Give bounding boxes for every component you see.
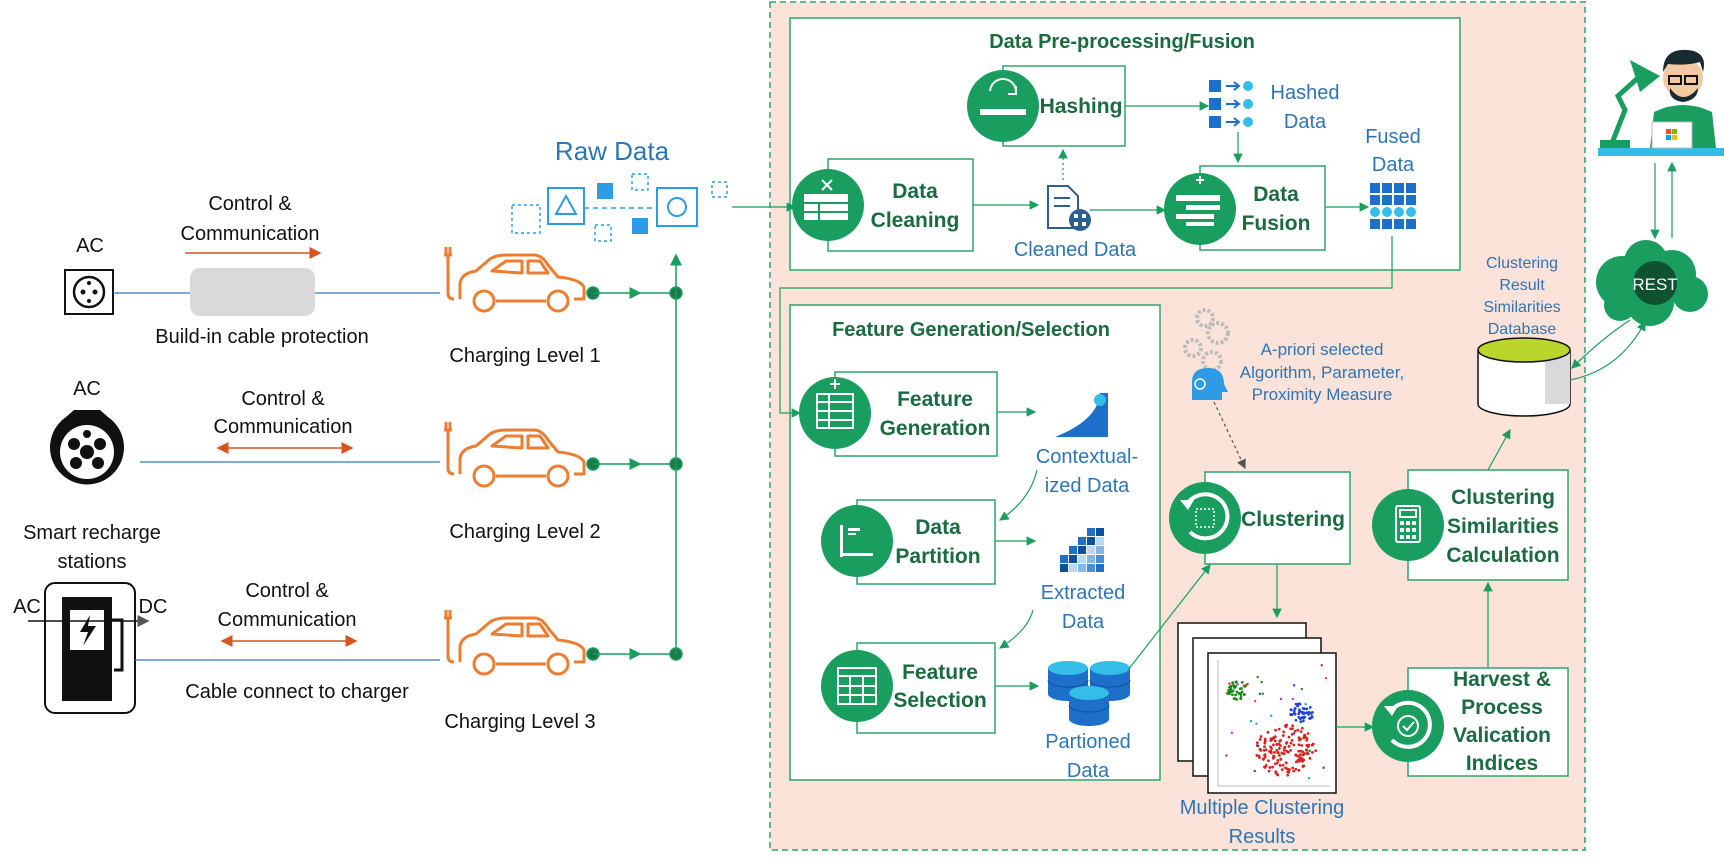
row2-control-line2: Communication [214,416,353,438]
car-bus-connectors [586,253,683,661]
row3-ac-label: AC [13,596,41,618]
similarities-line2: Similarities [1447,515,1559,538]
data-partition-line2: Partition [895,545,980,568]
feature-selection-line1: Feature [902,661,978,684]
car-icon-level2 [444,422,586,488]
feature-generation-line2: Generation [880,417,991,440]
contextualized-line1: Contextual- [1036,446,1138,468]
cleaned-data-icon [1047,185,1091,231]
level2-label: Charging Level 2 [449,521,600,543]
feature-selection-line2: Selection [893,689,986,712]
database-icon [1477,337,1571,417]
harvest-line2: Process [1461,696,1543,719]
contextualized-data-icon [1055,393,1108,437]
hashing-label: Hashing [1040,95,1123,118]
user-at-desk-icon [1598,49,1724,156]
hashed-data-line1: Hashed [1271,82,1340,104]
similarities-line3: Calculation [1446,544,1559,567]
level3-label: Charging Level 3 [444,711,595,733]
raw-data-icon [511,173,728,242]
multiple-results-line2: Results [1229,826,1296,848]
apriori-line2: Algorithm, Parameter, [1240,363,1404,382]
raw-data-label: Raw Data [555,136,670,166]
extracted-data-icon [1060,528,1104,572]
data-cleaning-line1: Data [892,180,938,203]
clustering-results-stack [1177,622,1337,794]
gears-head-icon [1183,308,1230,400]
fused-data-line2: Data [1372,154,1415,176]
cleaned-data-label: Cleaned Data [1014,239,1137,261]
row3-control-line2: Communication [218,609,357,631]
db-line4: Database [1488,321,1557,338]
feature-title: Feature Generation/Selection [832,319,1110,341]
hashed-data-line2: Data [1284,111,1327,133]
row1-ac-label: AC [76,235,104,257]
hashing-icon [967,70,1039,142]
data-fusion-line1: Data [1253,183,1299,206]
row1-cable-label: Build-in cable protection [155,326,368,348]
data-cleaning-line2: Cleaning [871,209,960,232]
car-icon-level1 [444,247,586,313]
similarities-line1: Clustering [1451,486,1555,509]
car-icon-level3 [444,610,586,676]
row2-station-line1: Smart recharge [23,522,161,544]
harvest-line4: Indices [1466,752,1538,775]
fused-data-line1: Fused [1365,126,1421,148]
row1-control-line2: Communication [181,223,320,245]
row2-station-line2: stations [58,551,127,573]
extracted-data-line2: Data [1062,611,1105,633]
harvest-line1: Harvest & [1453,668,1551,691]
row3-control-line1: Control & [245,580,329,602]
data-partition-line1: Data [915,516,961,539]
row2-ac-label: AC [73,378,101,400]
hashed-data-icon [1209,80,1253,128]
dc-charger-icon [44,582,136,714]
db-line3: Similarities [1483,299,1560,316]
data-partition-icon [821,505,893,577]
extracted-data-line1: Extracted [1041,582,1125,604]
db-line2: Result [1499,277,1545,294]
rest-label: REST [1632,275,1677,294]
socket-icon [64,269,114,315]
data-fusion-line2: Fusion [1242,212,1311,235]
db-line1: Clustering [1486,255,1558,272]
row3-cable-label: Cable connect to charger [185,681,409,703]
rest-cloud-icon [1596,240,1708,326]
apriori-line3: Proximity Measure [1252,385,1393,404]
smart-charger-connector-icon [50,410,124,485]
feature-generation-line1: Feature [897,388,973,411]
row2-control-line1: Control & [241,388,325,410]
multiple-results-line1: Multiple Clustering [1180,797,1345,819]
cable-protection-box [190,268,315,316]
partioned-data-icon [1047,661,1131,726]
partioned-data-line2: Data [1067,760,1110,782]
row1-control-line1: Control & [208,193,292,215]
fused-data-icon [1370,183,1416,229]
row3-dc-label: DC [139,596,168,618]
harvest-line3: Valication [1453,724,1551,747]
level1-label: Charging Level 1 [449,345,600,367]
preprocessing-title: Data Pre-processing/Fusion [989,31,1255,53]
partioned-data-line1: Partioned [1045,731,1131,753]
clustering-label: Clustering [1241,508,1345,531]
apriori-line1: A-priori selected [1261,340,1384,359]
contextualized-line2: ized Data [1045,475,1130,497]
